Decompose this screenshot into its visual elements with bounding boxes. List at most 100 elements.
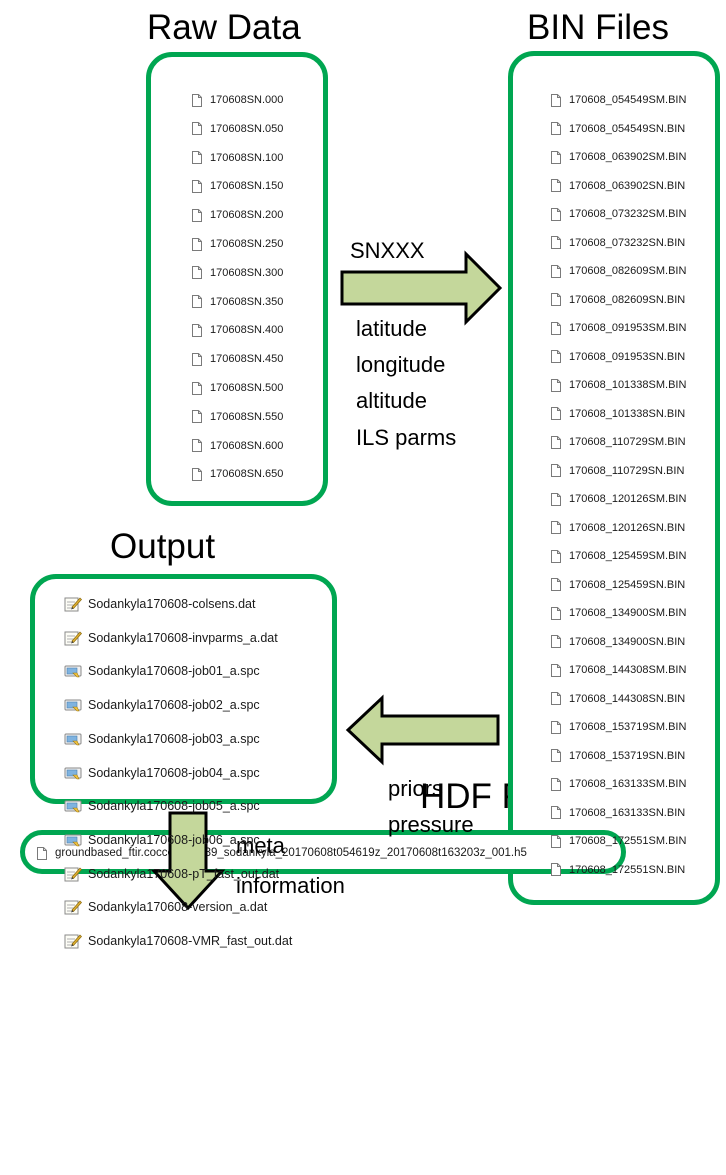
bin-file-row[interactable]: 170608_120126SM.BIN xyxy=(551,491,686,507)
raw-file-row[interactable]: 170608SN.650 xyxy=(192,466,283,482)
file-name: 170608_073232SN.BIN xyxy=(569,236,686,249)
bin-file-row[interactable]: 170608_054549SM.BIN xyxy=(551,92,686,108)
bin-file-row[interactable]: 170608_163133SN.BIN xyxy=(551,805,685,821)
file-name: 170608_144308SM.BIN xyxy=(569,664,687,676)
raw-file-row[interactable]: 170608SN.150 xyxy=(192,178,283,194)
file-name: 170608SN.150 xyxy=(210,180,284,193)
output-file-row[interactable]: Sodankyla170608-VMR_fast_out.dat xyxy=(64,933,292,949)
bin-file-row[interactable]: 170608_172551SM.BIN xyxy=(551,833,686,849)
raw-file-row[interactable]: 170608SN.300 xyxy=(192,265,283,281)
output-file-row[interactable]: Sodankyla170608-job01_a.spc xyxy=(64,663,260,679)
raw-file-row[interactable]: 170608SN.600 xyxy=(192,438,283,454)
bin-file-row[interactable]: 170608_063902SN.BIN xyxy=(551,178,685,194)
bin-file-row[interactable]: 170608_125459SN.BIN xyxy=(551,577,685,593)
file-name: 170608_125459SN.BIN xyxy=(569,578,686,591)
raw-file-row[interactable]: 170608SN.000 xyxy=(192,92,283,108)
file-name: 170608_163133SN.BIN xyxy=(569,806,686,819)
file-name: 170608_153719SN.BIN xyxy=(569,749,686,762)
file-name: 170608SN.000 xyxy=(210,94,284,106)
file-icon xyxy=(192,179,202,193)
dat-file-icon xyxy=(64,867,82,882)
ils-parms-label: ILS parms xyxy=(356,425,457,450)
output-file-row[interactable]: Sodankyla170608-job06_a.spc xyxy=(64,832,260,848)
raw-file-row[interactable]: 170608SN.500 xyxy=(192,380,283,396)
bin-file-row[interactable]: 170608_073232SM.BIN xyxy=(551,206,686,222)
bin-file-row[interactable]: 170608_054549SN.BIN xyxy=(551,121,685,137)
bin-file-row[interactable]: 170608_110729SM.BIN xyxy=(551,434,686,450)
bin-files-box xyxy=(508,51,720,905)
bin-file-row[interactable]: 170608_082609SN.BIN xyxy=(551,292,685,308)
file-icon xyxy=(192,266,202,280)
file-name: 170608_125459SM.BIN xyxy=(569,550,687,562)
bin-file-row[interactable]: 170608_073232SN.BIN xyxy=(551,235,685,251)
dat-file-icon xyxy=(64,934,82,949)
raw-data-title: Raw Data xyxy=(147,8,301,47)
bin-file-row[interactable]: 170608_153719SN.BIN xyxy=(551,748,685,764)
file-name: 170608_091953SM.BIN xyxy=(569,322,687,334)
bin-file-row[interactable]: 170608_110729SN.BIN xyxy=(551,463,684,479)
file-name: Sodankyla170608-pT_fast_out.dat xyxy=(88,866,280,881)
raw-file-row[interactable]: 170608SN.200 xyxy=(192,207,283,223)
bin-file-row[interactable]: 170608_063902SM.BIN xyxy=(551,149,686,165)
bin-file-row[interactable]: 170608_172551SN.BIN xyxy=(551,862,685,878)
file-name: 170608_073232SM.BIN xyxy=(569,208,687,220)
priors-label: priors xyxy=(388,776,444,801)
file-icon xyxy=(551,207,561,221)
raw-file-row[interactable]: 170608SN.050 xyxy=(192,121,283,137)
altitude-label: altitude xyxy=(356,388,427,413)
output-file-row[interactable]: Sodankyla170608-job03_a.spc xyxy=(64,731,260,747)
bin-file-row[interactable]: 170608_091953SN.BIN xyxy=(551,349,685,365)
output-file-row[interactable]: Sodankyla170608-invparms_a.dat xyxy=(64,630,278,646)
file-icon xyxy=(551,635,561,648)
file-name: Sodankyla170608-colsens.dat xyxy=(88,597,256,611)
file-icon xyxy=(192,439,202,453)
file-name: Sodankyla170608-job06_a.spc xyxy=(88,832,260,847)
file-icon xyxy=(551,777,561,791)
bin-file-row[interactable]: 170608_101338SN.BIN xyxy=(551,406,685,422)
bin-file-row[interactable]: 170608_120126SN.BIN xyxy=(551,520,685,536)
file-name: Sodankyla170608-job02_a.spc xyxy=(88,698,260,713)
file-name: 170608_082609SN.BIN xyxy=(569,293,686,306)
output-file-row[interactable]: Sodankyla170608-pT_fast_out.dat xyxy=(64,866,279,882)
spc-file-icon xyxy=(64,665,82,678)
raw-file-row[interactable]: 170608SN.350 xyxy=(192,294,283,310)
file-icon xyxy=(551,492,561,506)
file-name: 170608_101338SM.BIN xyxy=(569,379,687,391)
raw-data-box xyxy=(146,52,328,506)
output-file-row[interactable]: Sodankyla170608-colsens.dat xyxy=(64,596,255,612)
spc-file-icon xyxy=(64,800,82,813)
output-file-row[interactable]: Sodankyla170608-job02_a.spc xyxy=(64,697,260,713)
bin-file-row[interactable]: 170608_134900SM.BIN xyxy=(551,605,686,621)
bin-file-row[interactable]: 170608_144308SM.BIN xyxy=(551,662,686,678)
raw-file-row[interactable]: 170608SN.400 xyxy=(192,322,283,338)
output-file-row[interactable]: Sodankyla170608-job05_a.spc xyxy=(64,798,260,814)
bin-file-row[interactable]: 170608_153719SM.BIN xyxy=(551,719,686,735)
file-icon xyxy=(551,663,561,677)
bin-file-row[interactable]: 170608_125459SM.BIN xyxy=(551,548,686,564)
output-file-row[interactable]: Sodankyla170608-version_a.dat xyxy=(64,899,267,915)
raw-file-row[interactable]: 170608SN.250 xyxy=(192,236,283,252)
output-file-row[interactable]: Sodankyla170608-job04_a.spc xyxy=(64,765,260,781)
raw-file-row[interactable]: 170608SN.450 xyxy=(192,351,283,367)
file-icon xyxy=(551,350,561,363)
file-icon xyxy=(551,293,561,306)
spc-file-icon xyxy=(64,834,82,847)
file-icon xyxy=(551,407,561,420)
bin-file-row[interactable]: 170608_082609SM.BIN xyxy=(551,263,686,279)
file-name: 170608_054549SM.BIN xyxy=(569,94,687,106)
bin-file-row[interactable]: 170608_144308SN.BIN xyxy=(551,691,685,707)
file-icon xyxy=(551,749,561,762)
meta-label: meta xyxy=(236,833,285,858)
file-icon xyxy=(551,863,561,876)
file-icon xyxy=(551,236,561,249)
bin-file-row[interactable]: 170608_163133SM.BIN xyxy=(551,776,686,792)
bin-file-row[interactable]: 170608_091953SM.BIN xyxy=(551,320,686,336)
file-icon xyxy=(551,521,561,534)
file-name: 170608SN.300 xyxy=(210,266,284,279)
raw-file-row[interactable]: 170608SN.550 xyxy=(192,409,283,425)
bin-file-row[interactable]: 170608_134900SN.BIN xyxy=(551,634,685,650)
raw-file-row[interactable]: 170608SN.100 xyxy=(192,150,283,166)
file-name: 170608_134900SM.BIN xyxy=(569,607,687,619)
bin-file-row[interactable]: 170608_101338SM.BIN xyxy=(551,377,686,393)
output-title: Output xyxy=(110,527,216,566)
